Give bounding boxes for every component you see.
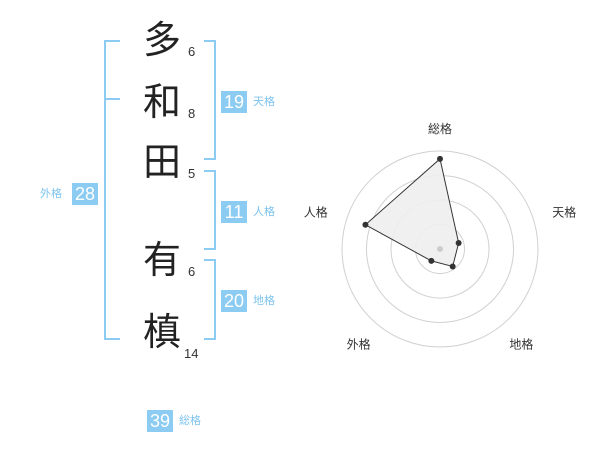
radar-axis-label: 天格 — [552, 205, 576, 220]
gaikaku-label: 外格 — [40, 187, 62, 200]
radar-axis-label: 外格 — [347, 336, 371, 351]
name-char-1: 多 — [142, 18, 181, 62]
gaikaku-bracket-tick — [104, 98, 120, 100]
radar-point-1 — [437, 155, 443, 162]
tenkaku-label: 天格 — [253, 95, 275, 108]
radar-point-3 — [449, 263, 456, 270]
tenkaku-value: 19 — [221, 91, 247, 113]
radar-axis-label: 地格 — [509, 336, 533, 351]
jinkaku-bracket — [204, 170, 216, 250]
chikaku-value: 20 — [221, 290, 247, 312]
radar-axis-label: 総格 — [428, 121, 452, 136]
gaikaku-value: 28 — [72, 183, 98, 205]
radar-axis-label: 人格 — [304, 205, 328, 220]
radar-center-dot — [437, 246, 443, 252]
radar-point-2 — [455, 239, 462, 246]
radar-point-4 — [428, 257, 435, 264]
stroke-count-5: 14 — [184, 346, 199, 361]
jinkaku-label: 人格 — [253, 205, 275, 218]
radar-grid-ring — [341, 150, 539, 348]
stroke-count-3: 5 — [188, 166, 196, 181]
soukaku-label: 総格 — [179, 414, 201, 427]
radar-point-5 — [362, 221, 369, 228]
name-char-3: 田 — [142, 140, 181, 184]
chikaku-bracket — [204, 259, 216, 340]
soukaku-value: 39 — [147, 410, 173, 432]
stroke-count-2: 8 — [188, 106, 196, 121]
name-char-2: 和 — [142, 80, 181, 124]
gaikaku-bracket — [104, 40, 120, 340]
radar-polygon — [364, 157, 460, 268]
stroke-count-1: 6 — [188, 44, 196, 59]
name-char-4: 有 — [142, 238, 181, 282]
name-char-5: 槙 — [142, 310, 181, 354]
stroke-count-4: 6 — [188, 264, 196, 279]
chikaku-label: 地格 — [253, 294, 275, 307]
jinkaku-value: 11 — [221, 201, 247, 223]
tenkaku-bracket — [204, 40, 216, 160]
